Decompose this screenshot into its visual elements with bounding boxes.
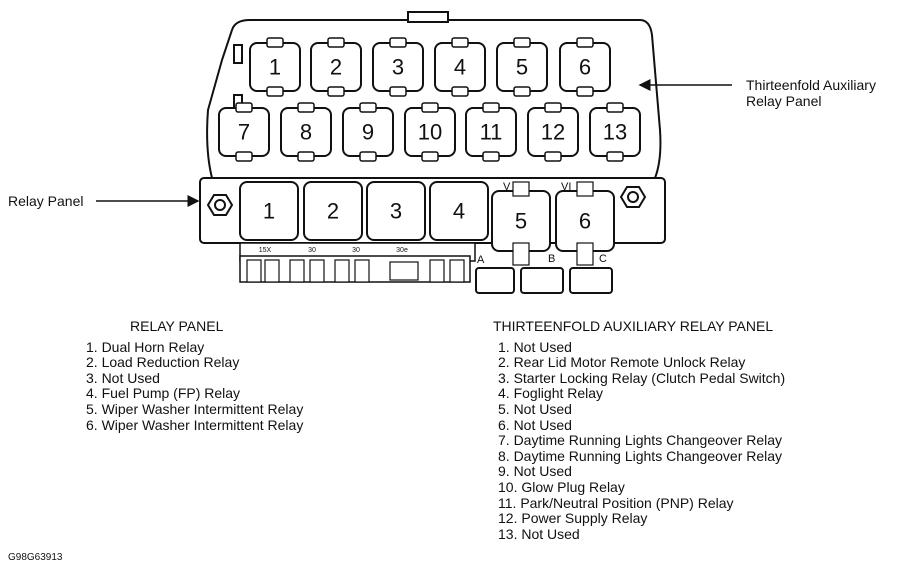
relay-panel-legend: RELAY PANEL 1. Dual Horn Relay 2. Load R… (86, 318, 304, 433)
terminal-label-30b: 30 (352, 247, 360, 254)
legend-item: 6. Wiper Washer Intermittent Relay (86, 416, 304, 433)
aux-relay-slot-7-number: 7 (238, 120, 250, 145)
aux-relay-slot-5: 5 (496, 37, 548, 97)
relay-panel-slot-2: 2 (303, 181, 363, 241)
relay-panel-slot-6-number: 6 (579, 209, 591, 234)
aux-relay-slot-8: 8 (280, 102, 332, 162)
relay-panel-legend-heading: RELAY PANEL (130, 318, 224, 334)
aux-panel-callout-line2: Relay Panel (746, 93, 822, 109)
relay-panel-slot-5: 5 (491, 190, 551, 252)
aux-relay-slot-2-number: 2 (330, 55, 342, 80)
legend-item: 8. Daytime Running Lights Changeover Rel… (498, 447, 783, 464)
aux-relay-slot-1: 1 (249, 37, 301, 97)
aux-relay-slot-12-number: 12 (541, 120, 565, 145)
relay-panel-slot-1-number: 1 (263, 199, 275, 224)
relay-panel-slot-6: 6 (555, 190, 615, 252)
legend-item: 9. Not Used (498, 463, 572, 480)
aux-relay-slot-3-number: 3 (392, 55, 404, 80)
aux-relay-slot-10: 10 (404, 102, 456, 162)
legend-item: 2. Load Reduction Relay (86, 354, 240, 371)
relay-panel-slots: 1 2 3 4 5 6 (239, 181, 615, 252)
legend-item: 6. Not Used (498, 416, 572, 433)
aux-relay-legend-heading: THIRTEENFOLD AUXILIARY RELAY PANEL (493, 318, 774, 334)
figure-code: G98G63913 (8, 552, 63, 563)
relay-panel-slot-5-number: 5 (515, 209, 527, 234)
relay-panel-slot-3: 3 (366, 181, 426, 241)
marker-5: V (503, 181, 511, 193)
legend-item: 13. Not Used (498, 525, 580, 542)
relay-panel-slot-1: 1 (239, 181, 299, 241)
connector-c-label: C (599, 253, 607, 265)
aux-relay-legend: THIRTEENFOLD AUXILIARY RELAY PANEL 1. No… (493, 318, 786, 542)
aux-relay-slot-4: 4 (434, 37, 486, 97)
aux-relay-slot-6-number: 6 (579, 55, 591, 80)
aux-relay-slot-7: 7 (218, 102, 270, 162)
relay-panel-slot-3-number: 3 (390, 199, 402, 224)
legend-item: 1. Dual Horn Relay (86, 338, 205, 355)
legend-item: 5. Not Used (498, 400, 572, 417)
aux-panel-callout-line1: Thirteenfold Auxiliary (746, 77, 876, 93)
aux-relay-slot-13-number: 13 (603, 120, 627, 145)
legend-item: 7. Daytime Running Lights Changeover Rel… (498, 432, 783, 449)
aux-relay-slot-9: 9 (342, 102, 394, 162)
legend-item: 1. Not Used (498, 338, 572, 355)
legend-item: 11. Park/Neutral Position (PNP) Relay (498, 494, 734, 511)
connector-a-label: A (477, 254, 485, 266)
aux-relay-slot-11-number: 11 (480, 120, 503, 145)
aux-relay-slot-9-number: 9 (362, 120, 374, 145)
terminal-pins (246, 259, 465, 283)
connector-b-label: B (548, 253, 555, 265)
legend-item: 4. Foglight Relay (498, 385, 604, 402)
terminal-label-15x: 15X (259, 247, 272, 254)
aux-relay-slot-3: 3 (372, 37, 424, 97)
terminal-label-30e: 30e (396, 247, 408, 254)
nut-left-icon (206, 194, 234, 216)
aux-relay-slot-4-number: 4 (454, 55, 466, 80)
nut-right-icon (619, 186, 647, 208)
relay-panel-callout: Relay Panel (8, 193, 84, 209)
aux-relay-slot-12: 12 (527, 102, 579, 162)
legend-item: 3. Starter Locking Relay (Clutch Pedal S… (498, 369, 786, 386)
relay-panel-slot-4: 4 (429, 181, 489, 241)
aux-relay-slot-2: 2 (310, 37, 362, 97)
aux-relay-slot-5-number: 5 (516, 55, 528, 80)
relay-clips (512, 181, 594, 266)
terminal-label-30a: 30 (308, 247, 316, 254)
aux-relay-slot-6: 6 (559, 37, 611, 97)
relay-panel-slot-2-number: 2 (327, 199, 339, 224)
aux-relay-slot-11: 11 (465, 102, 517, 162)
legend-item: 5. Wiper Washer Intermittent Relay (86, 400, 304, 417)
marker-6: VI (561, 181, 571, 193)
legend-item: 10. Glow Plug Relay (498, 478, 625, 495)
aux-relay-slot-1-number: 1 (269, 55, 281, 80)
legend-item: 2. Rear Lid Motor Remote Unlock Relay (498, 354, 746, 371)
legend-item: 3. Not Used (86, 369, 160, 386)
aux-relay-slot-10-number: 10 (418, 120, 442, 145)
aux-relay-slot-8-number: 8 (300, 120, 312, 145)
legend-item: 4. Fuel Pump (FP) Relay (86, 385, 241, 402)
relay-panel-slot-4-number: 4 (453, 199, 465, 224)
legend-item: 12. Power Supply Relay (498, 510, 648, 527)
aux-relay-slot-13: 13 (589, 102, 641, 162)
connector-plugs (475, 267, 613, 294)
